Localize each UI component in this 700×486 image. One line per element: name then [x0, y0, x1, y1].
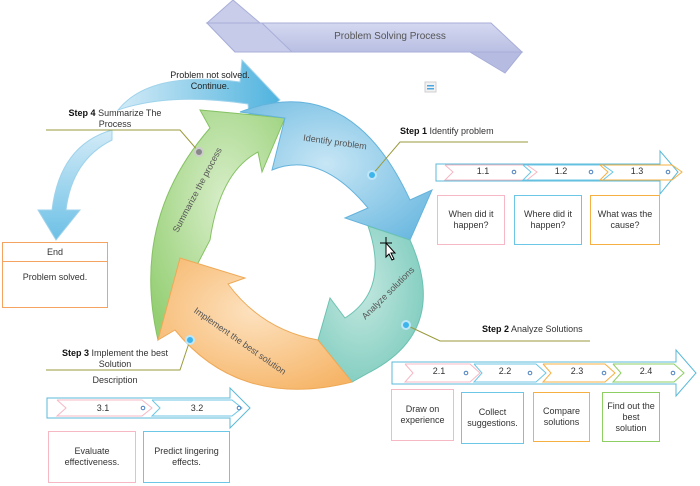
- substep-text: Where did it: [523, 209, 573, 219]
- chevron-2-4: [611, 363, 685, 383]
- substep-text: solutions: [543, 417, 580, 427]
- substep-text: best: [622, 411, 640, 422]
- substep-text: Evaluate: [74, 446, 110, 456]
- chevron-dots: [140, 169, 676, 411]
- diagram-title: Problem Solving Process: [334, 31, 446, 42]
- chevron-2-2: [472, 363, 547, 383]
- loop-label: Problem not solved. Continue.: [160, 70, 260, 92]
- substep-num-1-3: 1.3: [630, 166, 644, 176]
- step3-text2: Solution: [98, 359, 132, 369]
- step1-prefix: Step 1: [400, 126, 428, 136]
- substep2-rail: [391, 348, 697, 398]
- step2-dot[interactable]: [401, 320, 411, 330]
- substep-text: When did it: [448, 209, 494, 219]
- substep-text: Draw on: [405, 404, 440, 414]
- step2-prefix: Step 2: [482, 324, 510, 334]
- chevron-3-1: [55, 399, 153, 417]
- step1-label: Step 1 Identify problem: [400, 126, 540, 137]
- step4-prefix: Step 4: [68, 108, 96, 118]
- connector-lines: [46, 129, 590, 371]
- step1-text: Identify problem: [429, 126, 494, 136]
- substep-text: effectiveness.: [64, 457, 120, 467]
- end-arrow: [37, 129, 113, 241]
- substep-num-3-1: 3.1: [96, 403, 110, 413]
- substep-num-2-1: 2.1: [432, 366, 446, 376]
- substep-text: Collect: [478, 407, 507, 417]
- loop-label-line2: Continue.: [190, 81, 230, 91]
- substep-text: Compare: [542, 406, 580, 416]
- substep-text: cause?: [610, 220, 640, 230]
- step1-dot[interactable]: [367, 170, 377, 180]
- cycle-arrow-implement: [157, 257, 353, 390]
- substep-text: Predict lingering: [154, 446, 219, 456]
- substep-num-2-4: 2.4: [639, 366, 653, 376]
- step2-label: Step 2 Analyze Solutions: [482, 324, 622, 335]
- step4-text: Summarize The: [98, 108, 162, 118]
- substep3-rail: [46, 386, 251, 430]
- substep-text: suggestions.: [467, 418, 518, 428]
- step3-text: Implement the best: [91, 348, 169, 358]
- cycle-arrow-identify: [239, 101, 433, 241]
- move-cursor-icon: [380, 237, 397, 261]
- step3-prefix: Step 3: [61, 348, 89, 358]
- chevron-3-2: [150, 399, 243, 417]
- step4-label: Step 4 Summarize The Process: [50, 108, 180, 130]
- cycle-arrow-analyze: [317, 225, 424, 383]
- substep-num-3-2: 3.2: [190, 403, 204, 413]
- substep-text: effects.: [172, 457, 201, 467]
- chevron-2-1: [403, 363, 481, 383]
- substep-text: solution: [615, 422, 647, 433]
- step2-text: Analyze Solutions: [511, 324, 583, 334]
- step3-description: Description: [92, 375, 138, 385]
- substep1-rail: [435, 149, 679, 196]
- end-box[interactable]: End Problem solved.: [2, 242, 108, 308]
- step3-label: Step 3 Implement the best Solution: [50, 348, 180, 370]
- end-body: Problem solved.: [22, 272, 88, 282]
- substep-num-2-3: 2.3: [570, 366, 584, 376]
- substep-num-1-1: 1.1: [476, 166, 490, 176]
- loop-label-line1: Problem not solved.: [170, 70, 250, 80]
- substep-text: experience: [400, 415, 445, 425]
- end-header: End: [3, 243, 107, 262]
- step4-dot[interactable]: [194, 147, 204, 157]
- title-banner: [205, 0, 524, 74]
- chevron-2-3: [541, 363, 616, 383]
- substep-text: What was the: [597, 209, 653, 219]
- substep-text: happen?: [530, 220, 566, 230]
- substep-num-1-2: 1.2: [554, 166, 568, 176]
- menu-icon[interactable]: [424, 81, 437, 93]
- substep-num-2-2: 2.2: [498, 366, 512, 376]
- substep-text: Find out the: [607, 400, 655, 411]
- loop-arrow: [116, 58, 281, 126]
- step4-text2: Process: [98, 119, 132, 129]
- chevron-1-3: [598, 164, 683, 181]
- step3-dot[interactable]: [185, 335, 195, 345]
- substep-text: happen?: [453, 220, 489, 230]
